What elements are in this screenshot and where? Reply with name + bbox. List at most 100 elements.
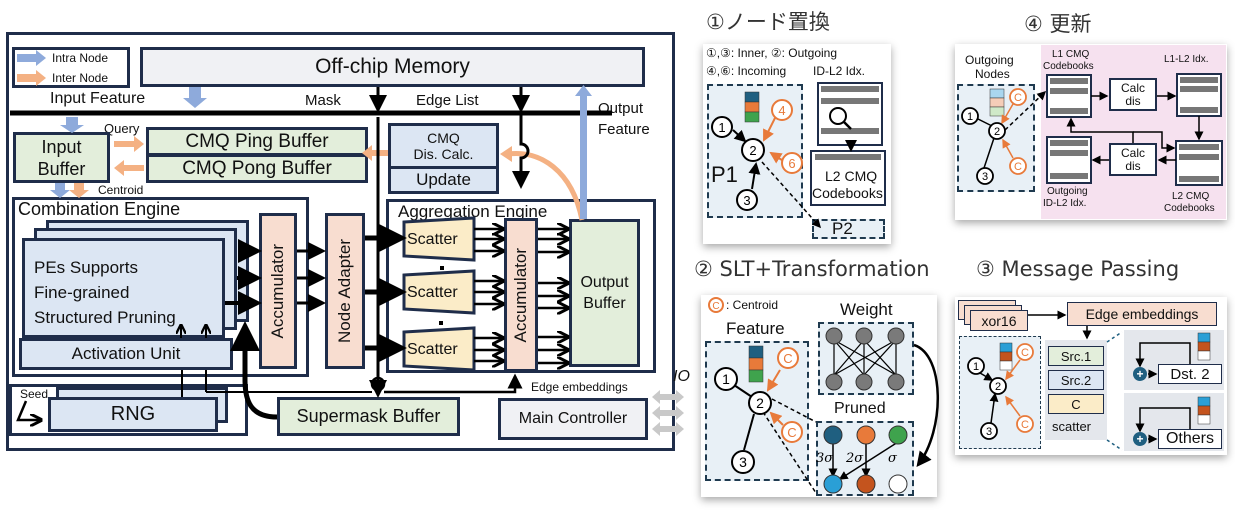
up-outgoing-id-l2-2: ID-L2 Idx. [1043, 198, 1087, 209]
slt-pruned-region [816, 421, 914, 496]
legend-intra-node-label: Intra Node [52, 51, 109, 65]
pe-array: PEs Supports Fine-grained Structured Pru… [22, 238, 225, 338]
cmq-dis-calc-label-2: Dis. Calc. [413, 146, 474, 162]
node-adapter: Node Adapter [325, 213, 365, 369]
up-l1-l2-idx: L1-L2 Idx. [1164, 54, 1209, 65]
edge-embeddings-label: Edge embeddings [531, 380, 628, 394]
cmq-pong-buffer-label: CMQ Pong Buffer [182, 157, 332, 179]
input-feature-label: Input Feature [50, 90, 146, 107]
rng: RNG [48, 397, 218, 432]
up-l1-cmq-2: Codebooks [1043, 61, 1094, 72]
up-calc-dis-1-label-1: Calc [1120, 80, 1145, 95]
update-unit: Update [388, 166, 499, 194]
output-feature-label-2: Feature [598, 121, 650, 138]
nr-partition-p2 [812, 219, 885, 239]
up-calc-dis-2: Calc dis [1109, 143, 1157, 176]
slt-centroid-legend: : Centroid [726, 298, 779, 312]
mask-label: Mask [305, 92, 341, 109]
panel-message-passing-title: ③ Message Passing [976, 257, 1180, 281]
output-buffer: Output Buffer [569, 219, 640, 367]
aggregation-accumulator: Accumulator [504, 218, 538, 372]
xor16-label: xor16 [981, 312, 1017, 329]
activation-unit: Activation Unit [19, 338, 233, 370]
supermask-buffer: Supermask Buffer [277, 397, 460, 436]
input-buffer-label-2: Buffer [37, 158, 86, 179]
node-adapter-label: Node Adapter [335, 239, 354, 343]
nr-legend-line2: ④,⑥: Incoming [706, 64, 787, 78]
cmq-ping-buffer: CMQ Ping Buffer [146, 127, 368, 156]
centroid-label: Centroid [98, 183, 144, 197]
mp-src2-label: Src.2 [1060, 372, 1092, 388]
nr-l2-cmq-label-1: L2 CMQ [825, 168, 878, 184]
mp-centroid-label: C [1071, 396, 1081, 412]
cmq-ping-buffer-label: CMQ Ping Buffer [185, 130, 329, 152]
activation-unit-label: Activation Unit [71, 344, 181, 363]
pe-label-2: Fine-grained [34, 283, 130, 302]
slt-feature-label: Feature [726, 319, 785, 338]
combination-accumulator-label: Accumulator [268, 243, 287, 339]
pe-label-1: PEs Supports [34, 258, 138, 277]
nr-l2-cmq-label-2: Codebooks [812, 185, 883, 201]
up-calc-dis-1: Calc dis [1109, 78, 1157, 111]
up-l2-cmq-2: Codebooks [1164, 203, 1215, 214]
io-label: IO [673, 368, 690, 385]
nr-p2-label: P2 [832, 219, 853, 238]
mp-others-box: Others [1158, 429, 1222, 449]
panel-slt-title: ② SLT+Transformation [694, 257, 930, 281]
slt-weight-region [818, 322, 914, 395]
offchip-memory-block: Off-chip Memory [140, 47, 645, 87]
input-buffer-label-1: Input [41, 136, 82, 157]
slt-weight-label: Weight [840, 300, 893, 319]
panel-update-title: ④ 更新 [1024, 12, 1092, 36]
supermask-buffer-label: Supermask Buffer [296, 406, 441, 426]
mp-dst-label: Dst. 2 [1170, 365, 1210, 383]
output-buffer-label-1: Output [580, 274, 629, 291]
main-controller-label: Main Controller [518, 410, 628, 427]
mp-node-region [959, 336, 1041, 449]
mp-src1-label: Src.1 [1060, 348, 1092, 364]
update-label: Update [416, 170, 471, 189]
output-feature-label-1: Output [598, 100, 644, 117]
up-node-region [957, 84, 1035, 192]
cmq-dis-calc: CMQ Dis. Calc. [388, 123, 499, 169]
architecture-frame [6, 32, 675, 451]
main-controller: Main Controller [498, 398, 648, 440]
seed-label: Seed [20, 387, 49, 401]
mp-centroid: C [1048, 394, 1104, 414]
up-calc-dis-2-label-1: Calc [1120, 145, 1145, 160]
output-buffer-label-2: Buffer [583, 295, 626, 312]
mp-edge-embeddings-label: Edge embeddings [1085, 306, 1199, 322]
up-l1-cmq-1: L1 CMQ [1052, 49, 1090, 60]
scatter-label-1: Scatter [407, 231, 458, 248]
mp-edge-embeddings-box: Edge embeddings [1067, 302, 1217, 326]
up-outgoing-nodes-2: Nodes [975, 67, 1010, 81]
nr-id-l2-idx-box [817, 82, 883, 146]
slt-feature-region [705, 341, 809, 481]
aggregation-accumulator-label: Accumulator [511, 247, 530, 343]
slt-pruned-label: Pruned [834, 400, 886, 417]
panel-node-replacement-title: ①ノード置換 [706, 10, 830, 34]
mp-scatter-label: scatter [1052, 419, 1092, 434]
combination-accumulator: Accumulator [259, 213, 297, 369]
up-outgoing-nodes-1: Outgoing [965, 53, 1014, 67]
up-calc-dis-1-label-2: dis [1125, 93, 1141, 108]
xor16-box: xor16 [970, 310, 1028, 331]
up-outgoing-id-l2-1: Outgoing [1047, 186, 1088, 197]
up-calc-dis-2-label-2: dis [1125, 158, 1141, 173]
cmq-pong-buffer: CMQ Pong Buffer [146, 154, 368, 183]
up-l2-cmq-1: L2 CMQ [1172, 191, 1210, 202]
mp-others-label: Others [1165, 430, 1214, 447]
mp-src2: Src.2 [1048, 370, 1104, 390]
scatter-label-2: Scatter [407, 284, 458, 301]
cmq-dis-calc-label-1: CMQ [427, 130, 460, 146]
legend-inter-node-label: Inter Node [52, 71, 109, 85]
input-buffer: Input Buffer [13, 132, 110, 183]
rng-label: RNG [110, 403, 156, 425]
mp-dst-box: Dst. 2 [1158, 364, 1222, 384]
combination-engine-title: Combination Engine [18, 199, 181, 219]
query-label: Query [104, 121, 140, 136]
pe-label-3: Structured Pruning [34, 308, 176, 327]
nr-legend-line1: ①,③: Inner, ②: Outgoing [706, 46, 838, 60]
offchip-memory-label: Off-chip Memory [315, 55, 470, 78]
nr-partition-p1 [707, 84, 803, 218]
